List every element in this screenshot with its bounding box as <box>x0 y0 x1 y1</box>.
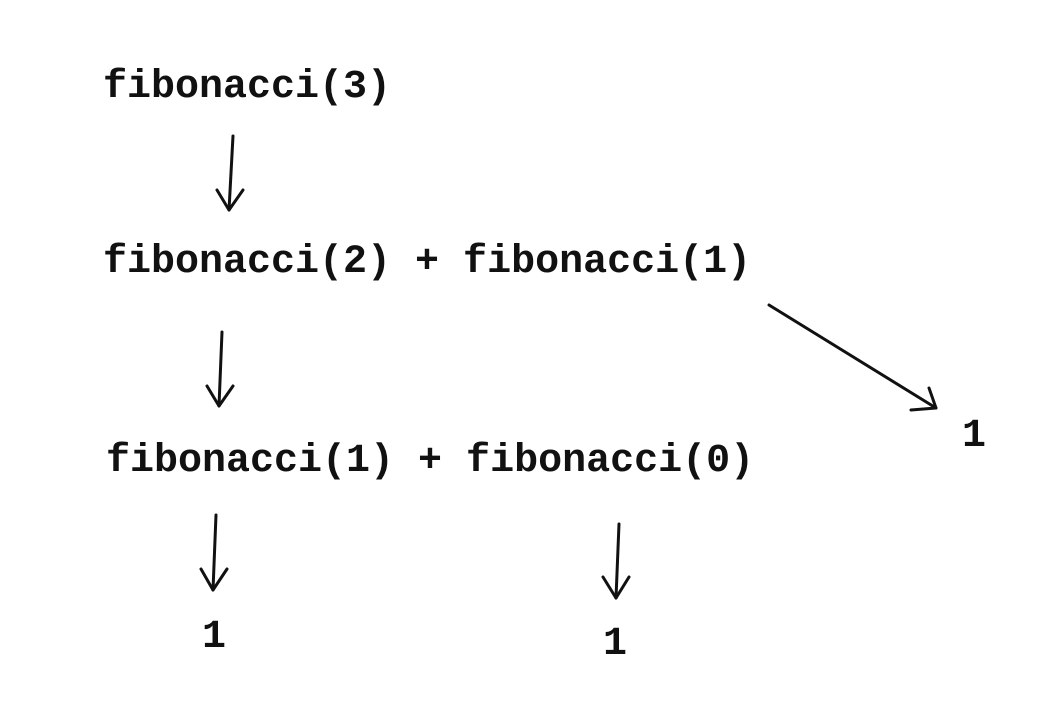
level2-expression-label: fibonacci(1) + fibonacci(0) <box>106 439 755 484</box>
root-call-label: fibonacci(3) <box>103 65 392 110</box>
arrow-fib0-to-result <box>601 522 631 600</box>
level1-expression-label: fibonacci(2) + fibonacci(1) <box>103 240 752 285</box>
arrow-fib1-to-result-left <box>199 513 229 592</box>
fib1-right-result-label: 1 <box>962 414 987 459</box>
fib1-left-result-label: 1 <box>202 615 227 660</box>
fib0-result-label: 1 <box>603 622 628 667</box>
arrow-level1-to-level2 <box>205 330 235 408</box>
arrow-root-to-level1 <box>215 134 245 212</box>
arrow-fib1-to-result-right <box>767 303 938 412</box>
